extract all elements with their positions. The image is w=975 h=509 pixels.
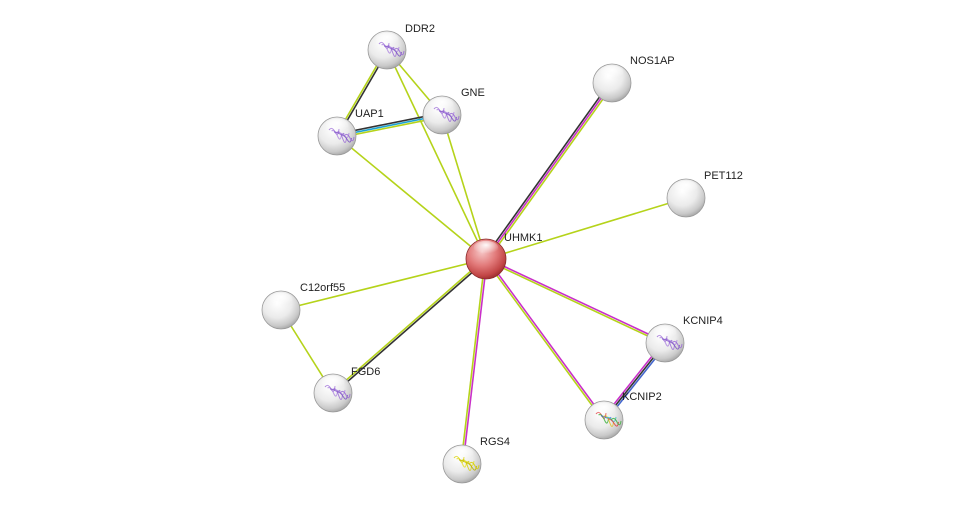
- node-label: C12orf55: [300, 282, 345, 294]
- node-label: NOS1AP: [630, 55, 675, 67]
- edge-evidence-line: [485, 82, 613, 260]
- node-highlight: [653, 325, 677, 340]
- node-highlight: [321, 375, 345, 390]
- edge-evidence-line: [485, 259, 665, 345]
- edge-evidence-line: [386, 49, 487, 260]
- edge-evidence-line: [441, 114, 487, 260]
- node-gne[interactable]: GNE: [422, 87, 485, 135]
- node-label: UHMK1: [504, 232, 543, 244]
- node-label: RGS4: [480, 436, 510, 448]
- node-label: FGD6: [351, 366, 380, 378]
- edge-uhmk1-fgd6: [331, 257, 488, 395]
- node-highlight: [450, 446, 474, 461]
- edge-evidence-line: [485, 197, 687, 260]
- edge-uhmk1-ddr2: [386, 49, 487, 260]
- node-highlight: [600, 65, 624, 80]
- node-highlight: [269, 292, 293, 307]
- node-pet112[interactable]: PET112: [666, 170, 743, 218]
- node-c12orf55[interactable]: C12orf55: [261, 282, 345, 330]
- edge-evidence-line: [280, 258, 487, 311]
- edge-evidence-line: [486, 83, 615, 261]
- node-label: DDR2: [405, 23, 435, 35]
- node-label: UAP1: [355, 108, 384, 120]
- node-rgs4[interactable]: RGS4: [442, 436, 510, 484]
- edge-uhmk1-kcnip2: [484, 257, 606, 422]
- edge-uhmk1-nos1ap: [483, 81, 615, 261]
- node-kcnip4[interactable]: KCNIP4: [645, 315, 723, 363]
- node-kcnip2[interactable]: KCNIP2: [584, 391, 662, 440]
- edge-uhmk1-kcnip4: [485, 257, 666, 345]
- edge-evidence-line: [336, 135, 487, 260]
- edge-evidence-line: [333, 259, 488, 395]
- edge-evidence-line: [462, 259, 488, 465]
- node-label: KCNIP2: [622, 391, 662, 403]
- node-nos1ap[interactable]: NOS1AP: [592, 55, 675, 103]
- node-uap1[interactable]: UAP1: [317, 108, 384, 156]
- node-ddr2[interactable]: DDR2: [367, 23, 435, 70]
- node-label: GNE: [461, 87, 485, 99]
- edge-evidence-line: [486, 257, 666, 343]
- edge-uhmk1-uap1: [336, 135, 487, 260]
- edge-evidence-line: [484, 259, 604, 422]
- edge-evidence-line: [331, 257, 486, 393]
- node-highlight: [325, 118, 349, 133]
- node-label: KCNIP4: [683, 315, 723, 327]
- node-label: PET112: [704, 170, 743, 182]
- edge-evidence-line: [486, 257, 606, 420]
- edge-uhmk1-pet112: [485, 197, 687, 260]
- edge-uhmk1-rgs4: [460, 258, 488, 465]
- edge-uhmk1-c12orf55: [280, 258, 487, 311]
- node-highlight: [473, 240, 499, 256]
- edge-evidence-line: [483, 81, 612, 259]
- node-highlight: [674, 180, 698, 195]
- node-highlight: [375, 32, 399, 47]
- node-highlight: [592, 402, 616, 417]
- edge-uhmk1-gne: [441, 114, 487, 260]
- node-fgd6[interactable]: FGD6: [313, 366, 380, 413]
- node-uhmk1[interactable]: UHMK1: [465, 232, 543, 280]
- edge-evidence-line: [460, 258, 486, 464]
- node-highlight: [430, 97, 454, 112]
